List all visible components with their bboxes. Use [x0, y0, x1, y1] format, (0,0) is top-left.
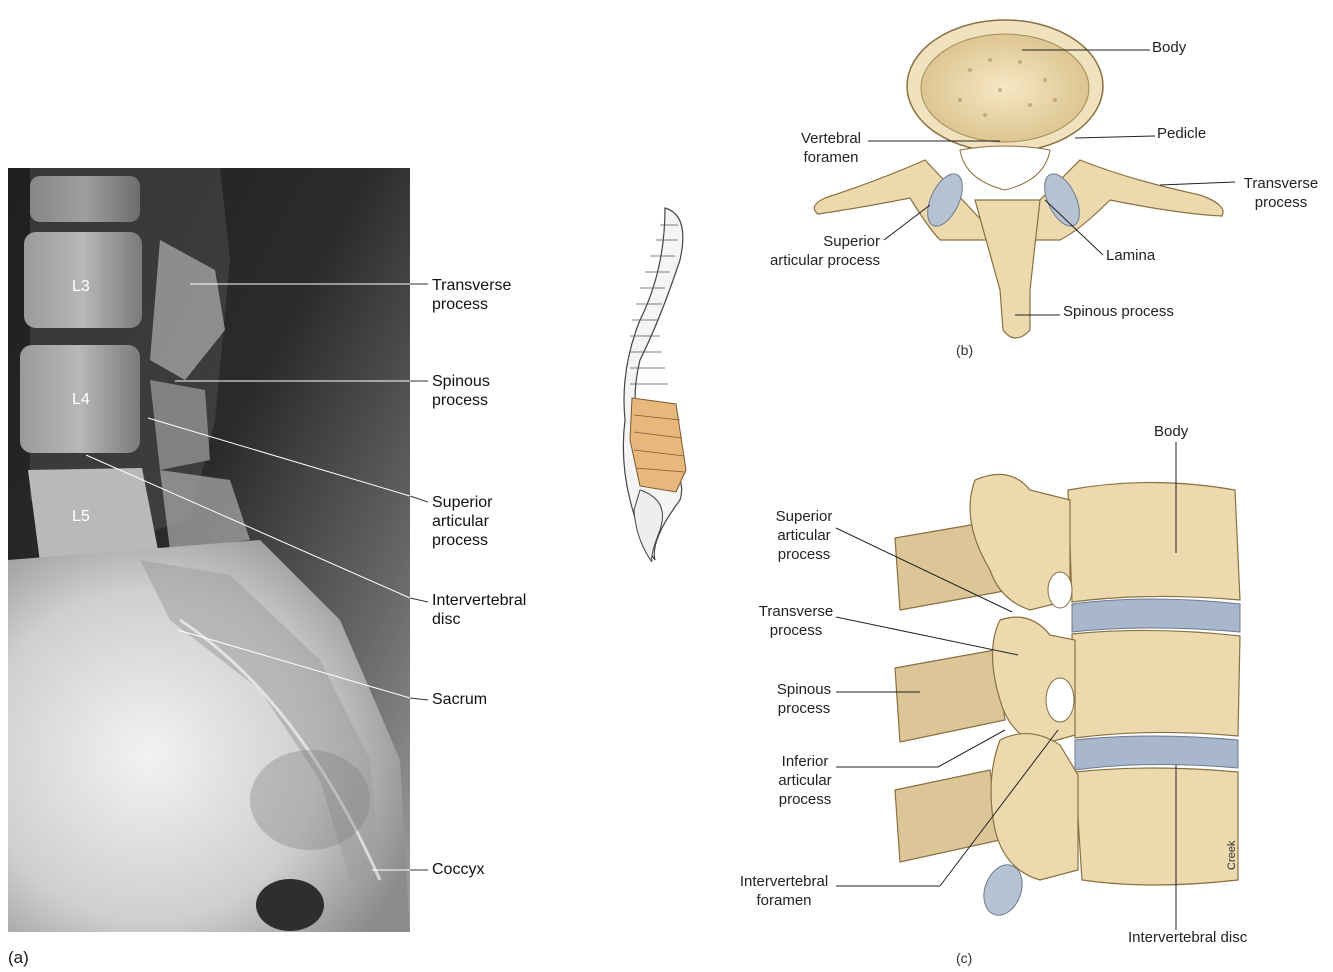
vertebrae-lateral-view [895, 474, 1240, 920]
vertebra-label-l3: L3 [72, 278, 90, 296]
vertebra-label-l4: L4 [72, 391, 90, 409]
b-label-body: Body [1152, 38, 1186, 57]
vertebra-label-l5: L5 [72, 508, 90, 526]
c-label-intervertebral-disc: Intervertebral disc [1128, 928, 1247, 947]
b-label-lamina: Lamina [1106, 246, 1155, 265]
panel-c-tag: (c) [956, 950, 972, 966]
panel-a-tag: (a) [8, 948, 29, 968]
xray-leader-extensions [410, 284, 428, 870]
vertebra-superior-view [814, 20, 1223, 338]
b-label-pedicle: Pedicle [1157, 124, 1206, 143]
artist-signature: Creek [1226, 841, 1238, 870]
b-label-spinous-process: Spinous process [1063, 302, 1174, 321]
spine-thumbnail [623, 208, 686, 562]
xray-label-coccyx: Coccyx [432, 860, 484, 879]
c-label-body: Body [1154, 422, 1188, 441]
panel-b-tag: (b) [956, 342, 973, 358]
xray-image [8, 168, 410, 932]
xray-label-sacrum: Sacrum [432, 690, 487, 709]
